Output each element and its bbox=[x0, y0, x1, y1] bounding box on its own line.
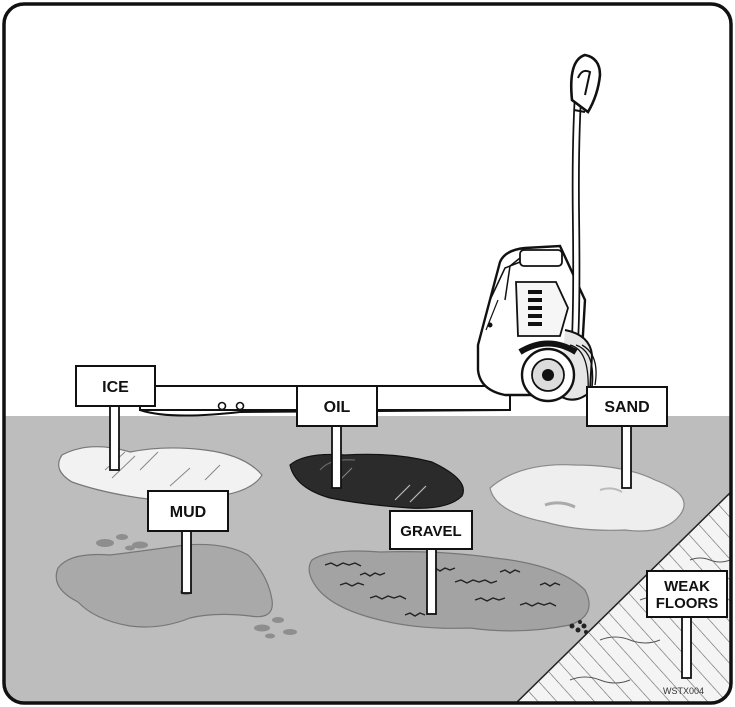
weak-floors-sign: WEAK FLOORS bbox=[646, 570, 728, 679]
weak-floor-planks bbox=[510, 486, 731, 703]
ice-sign: ICE bbox=[75, 365, 156, 471]
gravel-sign-label: GRAVEL bbox=[400, 523, 461, 540]
oil-sign: OIL bbox=[296, 385, 378, 489]
fork-roller-1 bbox=[217, 401, 227, 411]
weak-floors-sign-line2: FLOORS bbox=[656, 595, 719, 612]
mud-sign-board bbox=[147, 490, 229, 532]
ice-sign-post bbox=[109, 405, 120, 471]
sand-puddle bbox=[489, 464, 685, 532]
weak-floors-sign-line1: WEAK bbox=[664, 578, 710, 595]
mud-puddle bbox=[55, 534, 297, 639]
truck-handle-grip bbox=[570, 53, 602, 114]
mud-sign: MUD bbox=[147, 490, 229, 594]
gravel-sign-board bbox=[389, 510, 473, 550]
ice-sign-board bbox=[75, 365, 156, 407]
weak-floors-sign-board bbox=[646, 570, 728, 618]
mud-sign-post bbox=[181, 530, 192, 594]
weak-floors-sign-post bbox=[681, 615, 692, 679]
sand-sign-post bbox=[621, 425, 632, 489]
sand-sign-board bbox=[586, 386, 668, 427]
gravel-patch bbox=[308, 550, 590, 634]
fork-roller-2 bbox=[235, 401, 245, 411]
sand-sign-label: SAND bbox=[604, 399, 649, 416]
oil-sign-label: OIL bbox=[324, 399, 351, 416]
gravel-sign: GRAVEL bbox=[389, 510, 473, 615]
mud-sign-label: MUD bbox=[170, 504, 206, 521]
sand-sign: SAND bbox=[586, 386, 668, 489]
figure-code: WSTX004 bbox=[663, 686, 704, 696]
oil-sign-board bbox=[296, 385, 378, 427]
oil-sign-post bbox=[331, 425, 342, 489]
gravel-sign-post bbox=[426, 547, 437, 615]
pallet-truck bbox=[139, 53, 602, 417]
ice-sign-label: ICE bbox=[102, 379, 129, 396]
